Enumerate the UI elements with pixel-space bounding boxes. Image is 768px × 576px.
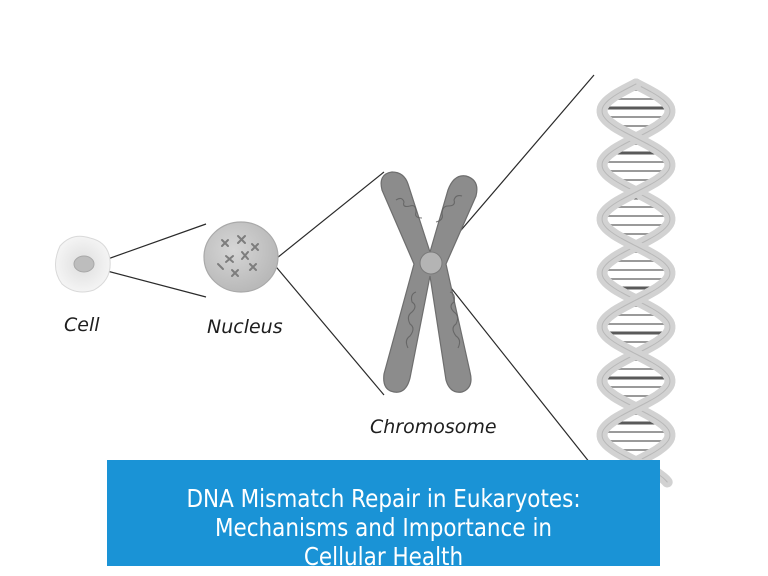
title-line-2: Mechanisms and Importance in Cellular — [214, 513, 553, 566]
dna-double-helix — [596, 78, 676, 488]
zoom-line-chromosome-bottom — [431, 263, 595, 469]
title-line-3: Health — [392, 542, 464, 566]
dna-backbone-outline-1 — [601, 83, 671, 483]
nucleus-icon — [203, 221, 279, 293]
zoom-lines — [87, 74, 595, 469]
label-cell: Cell — [64, 314, 100, 336]
zoom-line-nucleus-top — [271, 171, 385, 263]
chromosome-icon — [380, 171, 478, 393]
zoom-line-nucleus-bottom — [271, 261, 385, 396]
label-nucleus: Nucleus — [207, 316, 283, 338]
dna-backbone-outline-2 — [601, 83, 671, 483]
label-chromosome: Chromosome — [370, 416, 497, 438]
cell-icon — [55, 235, 111, 293]
article-title: DNA Mismatch Repair in Eukaryotes: Mecha… — [146, 484, 622, 566]
title-banner: DNA Mismatch Repair in Eukaryotes: Mecha… — [107, 460, 660, 566]
title-line-1: DNA Mismatch Repair in Eukaryotes: — [186, 484, 581, 513]
